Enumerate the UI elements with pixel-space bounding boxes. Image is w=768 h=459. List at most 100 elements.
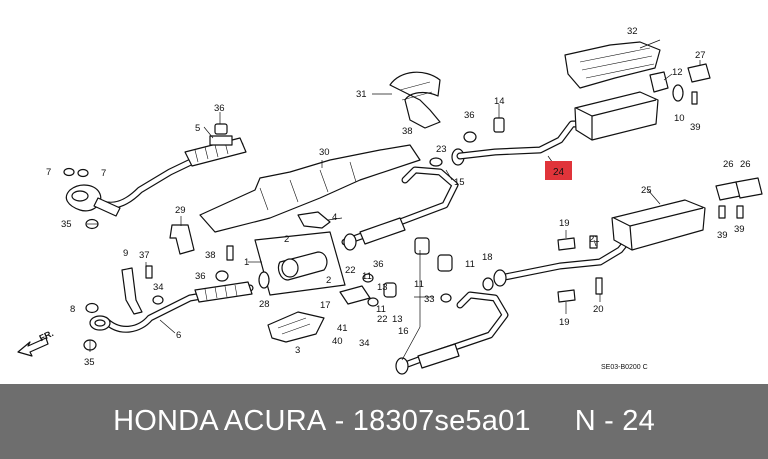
bolt-39-lower bbox=[718, 205, 744, 219]
callout-20: 20 bbox=[593, 304, 604, 315]
callout-36a: 36 bbox=[214, 103, 225, 114]
bolt-39-upper bbox=[691, 91, 698, 105]
caption-ref: N - 24 bbox=[574, 405, 655, 437]
heat-shield-31 bbox=[389, 71, 441, 129]
bracket-9 bbox=[121, 267, 143, 315]
callout-9: 9 bbox=[123, 248, 128, 259]
gasket-7 bbox=[63, 167, 89, 178]
callout-6: 6 bbox=[176, 330, 181, 341]
callout-29: 29 bbox=[175, 205, 186, 216]
callout-32: 32 bbox=[627, 26, 638, 37]
caption-brand: HONDA ACURA bbox=[113, 405, 327, 437]
callout-36b: 36 bbox=[195, 271, 206, 282]
catalytic-converter-1 bbox=[254, 231, 346, 296]
callout-36c: 36 bbox=[373, 259, 384, 270]
bolt-37 bbox=[145, 265, 153, 279]
callout-36d: 36 bbox=[464, 110, 475, 121]
callout-23: 23 bbox=[436, 144, 447, 155]
front-exhaust-pipe-lower bbox=[89, 281, 254, 333]
caption-separator: - bbox=[326, 405, 353, 437]
callout-21: 21 bbox=[589, 234, 600, 245]
callout-8: 8 bbox=[70, 304, 75, 315]
bolt-38 bbox=[226, 245, 234, 261]
bracket-29 bbox=[169, 224, 195, 255]
leader-lines bbox=[87, 39, 701, 361]
callout-19a: 19 bbox=[559, 218, 570, 229]
center-pipe-16 bbox=[395, 291, 509, 375]
callout-17: 17 bbox=[320, 300, 331, 311]
tail-pipe-26 bbox=[715, 177, 763, 201]
callout-11d: 11 bbox=[465, 259, 475, 270]
callout-35b: 35 bbox=[84, 357, 95, 368]
callout-39a: 39 bbox=[690, 122, 701, 133]
gasket-18 bbox=[482, 277, 494, 291]
heat-shield-32 bbox=[564, 41, 661, 89]
heat-shield-30 bbox=[199, 144, 421, 233]
callout-18: 18 bbox=[482, 252, 493, 263]
mid-pipe-15 bbox=[341, 166, 459, 251]
callout-labels: 36 5 7 7 35 29 9 37 34 8 6 35 38 36 28 1… bbox=[46, 26, 751, 368]
nut-36-front bbox=[209, 123, 233, 146]
callout-35a: 35 bbox=[61, 219, 72, 230]
callout-11c: 11 bbox=[414, 279, 424, 290]
callout-34b: 34 bbox=[359, 338, 370, 349]
callout-7b: 7 bbox=[101, 168, 106, 179]
bolt-20 bbox=[595, 277, 603, 295]
nut-33 bbox=[440, 293, 452, 303]
callout-2a: 2 bbox=[284, 234, 289, 245]
callout-19b: 19 bbox=[559, 317, 570, 328]
callout-26a: 26 bbox=[723, 159, 734, 170]
muffler-25 bbox=[493, 199, 706, 287]
callout-41: 41 bbox=[337, 323, 348, 334]
callout-10: 10 bbox=[674, 113, 685, 124]
rubber-14 bbox=[493, 117, 505, 133]
mounting-rubber-11 bbox=[383, 237, 453, 298]
callout-38a: 38 bbox=[205, 250, 216, 261]
callout-30: 30 bbox=[319, 147, 330, 158]
callout-27: 27 bbox=[695, 50, 706, 61]
callout-37: 37 bbox=[139, 250, 150, 261]
highlight-box bbox=[545, 161, 572, 180]
gasket-8 bbox=[85, 302, 99, 314]
callout-28: 28 bbox=[259, 299, 270, 310]
callout-22a: 22 bbox=[345, 265, 356, 276]
part-caption: HONDA ACURA - 18307se5a01 N - 24 bbox=[0, 384, 768, 459]
tail-pipe-27 bbox=[687, 63, 711, 83]
callout-1: 1 bbox=[244, 257, 249, 268]
highlight-label: 24 bbox=[553, 167, 565, 178]
front-exhaust-pipe-upper bbox=[65, 137, 247, 217]
callout-31: 31 bbox=[356, 89, 367, 100]
bolt-21 bbox=[589, 235, 598, 249]
callout-11a: 11 bbox=[362, 271, 372, 282]
nut-36-mid bbox=[215, 270, 229, 282]
muffler-24 bbox=[456, 91, 659, 160]
heat-shield-3 bbox=[267, 311, 325, 343]
rubber-10 bbox=[672, 84, 684, 102]
callout-25: 25 bbox=[641, 185, 652, 196]
caption-part-number: 18307se5a01 bbox=[352, 405, 531, 437]
callout-34a: 34 bbox=[153, 282, 164, 293]
front-direction-label: FR. bbox=[38, 328, 55, 343]
callout-7a: 7 bbox=[46, 167, 51, 178]
stay-17 bbox=[339, 285, 371, 305]
callout-5: 5 bbox=[195, 123, 200, 134]
caption-bar bbox=[0, 384, 768, 459]
hanger-12 bbox=[649, 71, 669, 93]
callout-38b: 38 bbox=[402, 126, 413, 137]
callout-33: 33 bbox=[424, 294, 435, 305]
nut-36-upper bbox=[463, 131, 477, 143]
exhaust-system-diagram: FR. 24 36 5 7 7 35 29 9 37 34 8 6 35 38 … bbox=[17, 26, 763, 375]
callout-15: 15 bbox=[454, 177, 465, 188]
callout-40: 40 bbox=[332, 336, 343, 347]
callout-26b: 26 bbox=[740, 159, 751, 170]
gasket-28 bbox=[258, 271, 270, 289]
nut-34-front bbox=[152, 295, 164, 305]
callout-3: 3 bbox=[295, 345, 300, 356]
callout-12: 12 bbox=[672, 67, 683, 78]
callout-39b: 39 bbox=[717, 230, 728, 241]
gasket-13 bbox=[362, 273, 379, 307]
bracket-4 bbox=[297, 211, 331, 229]
callout-39c: 39 bbox=[734, 224, 745, 235]
callout-14: 14 bbox=[494, 96, 505, 107]
